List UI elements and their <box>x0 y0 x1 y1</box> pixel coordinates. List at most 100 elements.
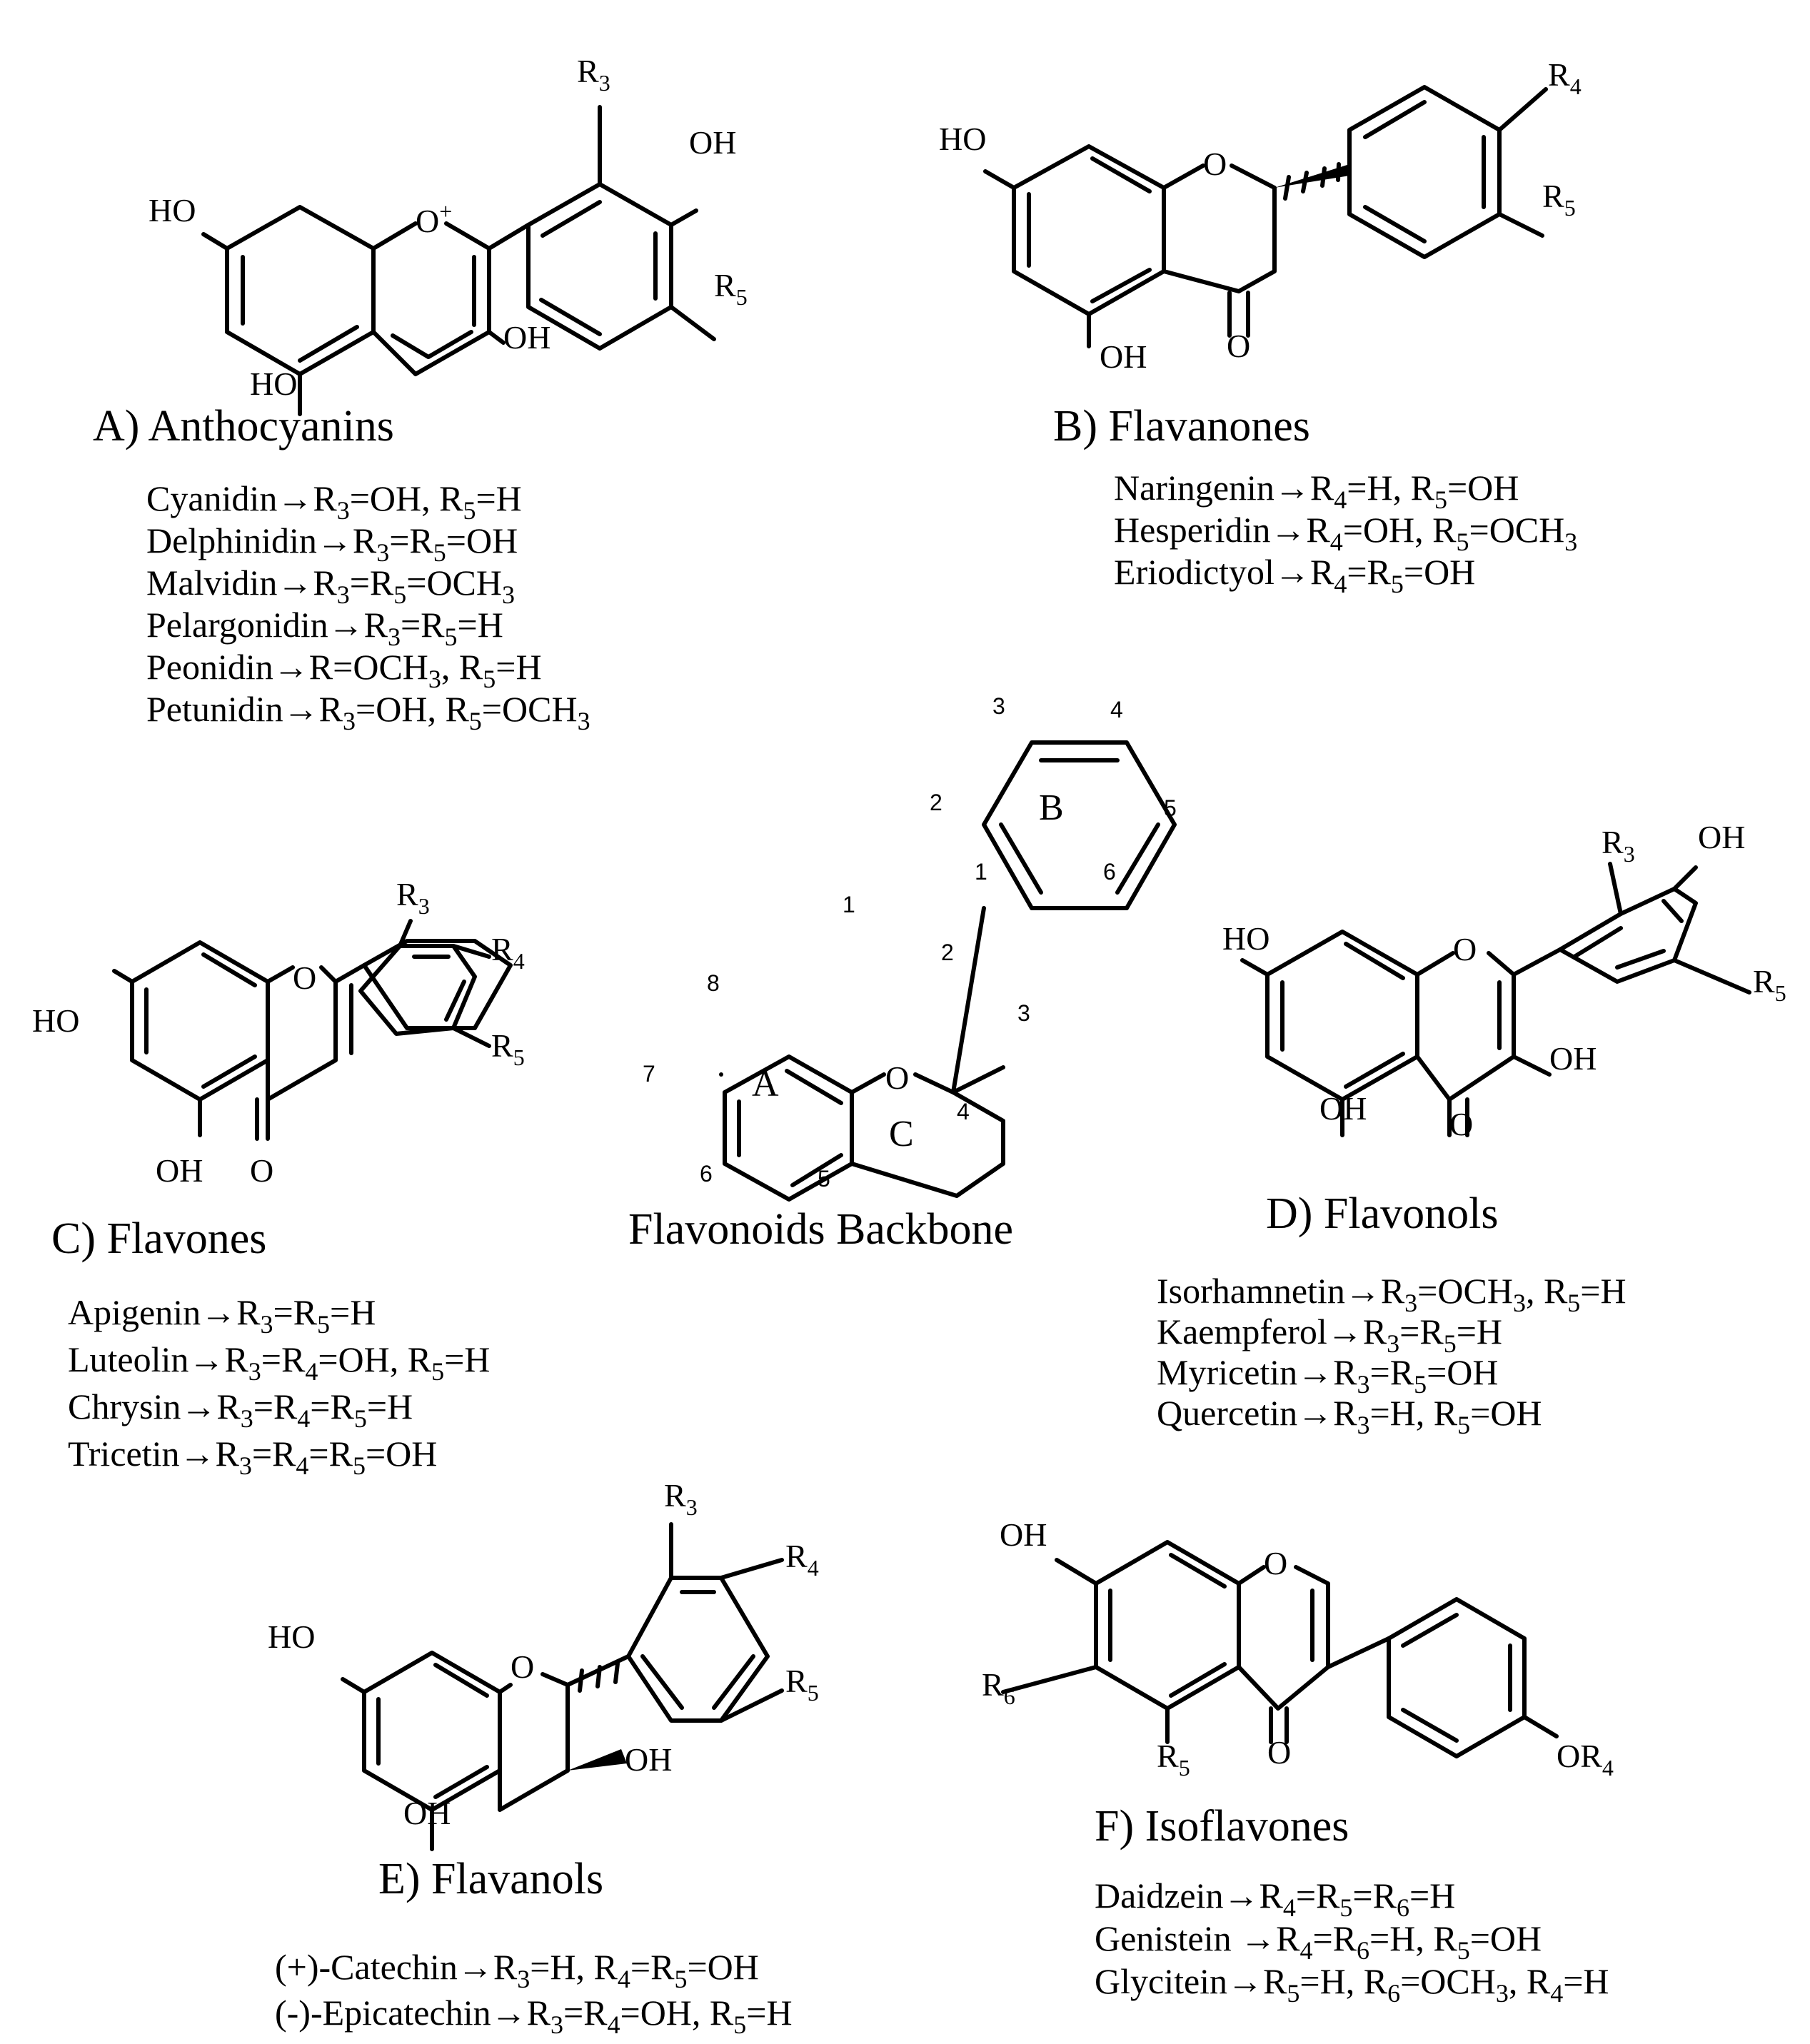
anthocyanin-ho-7-label: HO <box>149 192 196 228</box>
compound-line: Myricetin→R3=R5=OH <box>1157 1352 1499 1399</box>
flavone-ring-o-label: O <box>293 960 316 996</box>
anthocyanins-title: A) Anthocyanins <box>93 402 394 450</box>
position-c3: 3 <box>1017 1000 1030 1026</box>
flavonol-structure <box>1240 862 1751 1137</box>
panel-isoflavones: OH O R6 R5 O OR4 F) Isoflavones Daidzein… <box>982 1516 1614 2008</box>
flavone-keto-o-label: O <box>250 1152 273 1189</box>
position-b1: 1 <box>975 859 987 885</box>
isoflavone-keto-o-label: O <box>1267 1734 1291 1771</box>
compound-line: Genistein →R4=R6=H, R5=OH <box>1095 1918 1542 1965</box>
isoflavone-ring-o-label: O <box>1264 1545 1287 1581</box>
position-b3: 3 <box>992 693 1005 719</box>
flavanone-structure <box>983 85 1548 348</box>
compound-line: Petunidin→R3=OH, R5=OCH3 <box>146 689 590 735</box>
position-b4: 4 <box>1110 697 1123 723</box>
ring-a-label: A <box>752 1064 779 1104</box>
ring-b-label: B <box>1039 787 1064 828</box>
panel-anthocyanins: R3 OH O+ R5 HO OH HO A) Anthocyanins Cya… <box>93 53 748 735</box>
flavanol-r4-label: R4 <box>785 1538 819 1581</box>
compound-line: Glycitein→R5=H, R6=OCH3, R4=H <box>1095 1961 1609 2008</box>
flavone-structure <box>112 939 513 1141</box>
panel-flavanols: R3 R4 R5 HO O OH OH E) Flavanols (+)-Cat… <box>268 1477 819 2039</box>
anthocyanin-r3-label: R3 <box>577 53 610 96</box>
flavanol-ho-7-label: HO <box>268 1618 315 1655</box>
compound-line: (+)-Catechin→R3=H, R4=R5=OH <box>275 1947 759 1993</box>
flavanol-oh-3-label: OH <box>625 1741 672 1778</box>
anthocyanin-structure <box>201 105 716 416</box>
flavone-r3-label: R3 <box>396 876 430 919</box>
flavanone-r4-label: R4 <box>1548 56 1582 99</box>
isoflavone-r6-label: R6 <box>982 1666 1015 1709</box>
position-c4: 4 <box>957 1099 970 1124</box>
flavonol-keto-o-label: O <box>1449 1106 1473 1142</box>
flavone-oh-5-label: OH <box>156 1152 203 1189</box>
position-b6: 6 <box>1103 859 1116 885</box>
panel-flavanones: HO O R4 R5 OH O B) Flavanones Naringenin… <box>939 56 1582 598</box>
position-c1: 1 <box>843 892 855 917</box>
flavonols-title: D) Flavonols <box>1266 1189 1499 1238</box>
panel-flavonols: R3 OH HO O R5 OH OH O D) Flavonols Isorh… <box>1157 819 1786 1439</box>
position-a6: 6 <box>700 1161 713 1187</box>
flavonol-ho-7-label: HO <box>1222 920 1269 957</box>
flavanone-keto-o-label: O <box>1227 328 1250 364</box>
anthocyanin-oh-3-label: OH <box>503 319 550 356</box>
anthocyanin-ho-5-label: HO <box>250 366 297 402</box>
flavonol-r3-label: R3 <box>1602 824 1635 867</box>
flavones-title: C) Flavones <box>51 1214 266 1263</box>
flavone-b-ring <box>358 919 491 1048</box>
panel-flavones: R3 R4 R5 HO O OH O C) Flavones Apigenin→… <box>32 876 525 1480</box>
isoflavones-title: F) Isoflavones <box>1095 1802 1349 1851</box>
compound-line: Cyanidin→R3=OH, R5=H <box>146 478 522 525</box>
flavanol-ring-o-label: O <box>511 1648 534 1685</box>
flavanol-r3-label: R3 <box>664 1477 698 1520</box>
flavonol-oh-4prime-label: OH <box>1698 819 1745 855</box>
flavonol-r5-label: R5 <box>1753 963 1786 1006</box>
compound-line: Delphinidin→R3=R5=OH <box>146 520 518 567</box>
compound-line: Pelargonidin→R3=R5=H <box>146 605 503 651</box>
anthocyanin-oxonium-label: O+ <box>416 198 452 239</box>
ring-c-label: C <box>889 1114 914 1154</box>
position-a5: 5 <box>818 1166 830 1192</box>
anthocyanin-oh-4prime-label: OH <box>689 124 736 161</box>
compound-line: Tricetin→R3=R4=R5=OH <box>68 1434 437 1480</box>
compound-line: Hesperidin→R4=OH, R5=OCH3 <box>1114 510 1577 556</box>
flavanone-oh-5-label: OH <box>1100 338 1147 375</box>
compound-line: Daidzein→R4=R5=R6=H <box>1095 1876 1455 1922</box>
flavonol-oh-5-label: OH <box>1319 1090 1367 1127</box>
compound-line: Naringenin→R4=H, R5=OH <box>1114 468 1519 514</box>
position-c2: 2 <box>941 940 954 965</box>
compound-line: Isorhamnetin→R3=OCH3, R5=H <box>1157 1271 1627 1317</box>
compound-line: Malvidin→R3=R5=OCH3 <box>146 563 515 609</box>
position-b5: 5 <box>1164 795 1177 821</box>
position-b2: 2 <box>930 790 942 815</box>
position-a8: 8 <box>707 970 720 996</box>
backbone-ring-o-label: O <box>885 1059 909 1096</box>
compound-line: Apigenin→R3=R5=H <box>68 1292 376 1339</box>
backbone-structure <box>719 740 1177 1202</box>
compound-line: Kaempferol→R3=R5=H <box>1157 1312 1502 1358</box>
flavanone-r5-label: R5 <box>1542 178 1576 221</box>
backbone-title: Flavonoids Backbone <box>628 1205 1013 1254</box>
compound-line: Peonidin→R=OCH3, R5=H <box>146 647 542 693</box>
isoflavone-oh-7-label: OH <box>1000 1516 1047 1553</box>
flavonol-oh-3-label: OH <box>1549 1040 1597 1077</box>
flavanols-title: E) Flavanols <box>378 1855 603 1903</box>
flavanol-oh-5-label: OH <box>403 1795 451 1831</box>
flavanone-ring-o-label: O <box>1203 146 1227 182</box>
flavanol-r5-label: R5 <box>785 1663 819 1706</box>
flavanone-ho-7-label: HO <box>939 121 986 157</box>
position-a7: 7 <box>643 1061 655 1087</box>
flavone-r5-label: R5 <box>491 1027 525 1070</box>
flavone-r4-label: R4 <box>491 931 525 974</box>
compound-line: (-)-Epicatechin→R3=R4=OH, R5=H <box>275 1993 793 2039</box>
flavonol-ring-o-label: O <box>1453 931 1477 967</box>
isoflavone-r5-label: R5 <box>1157 1738 1190 1781</box>
compound-line: Chrysin→R3=R4=R5=H <box>68 1386 413 1433</box>
panel-flavonoid-backbone: B C A O 3 4 2 5 1 6 1 2 3 4 8 7 6 5 Flav… <box>628 693 1177 1254</box>
compound-line: Quercetin→R3=H, R5=OH <box>1157 1393 1542 1439</box>
flavone-ho-7-label: HO <box>32 1002 79 1039</box>
anthocyanin-r5-label: R5 <box>714 267 748 310</box>
isoflavone-structure <box>1001 1540 1559 1758</box>
flavanones-title: B) Flavanones <box>1053 402 1310 450</box>
compound-line: Luteolin→R3=R4=OH, R5=H <box>68 1339 490 1386</box>
